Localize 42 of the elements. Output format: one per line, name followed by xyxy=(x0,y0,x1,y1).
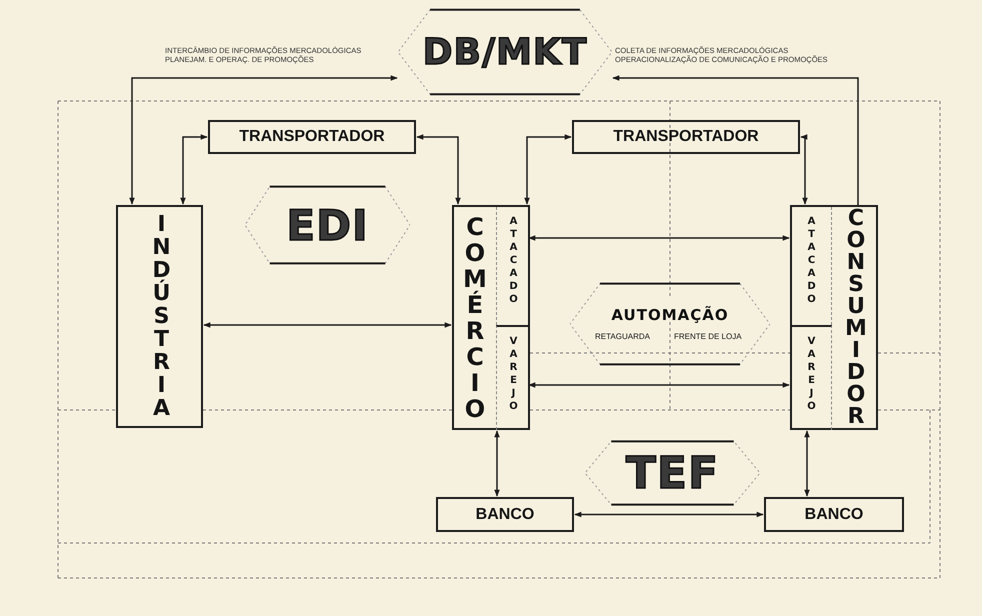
vertical-label: VAREJO xyxy=(806,335,816,413)
hexagon-shape xyxy=(398,8,612,96)
arrow xyxy=(574,512,764,518)
box-label: BANCO xyxy=(804,506,864,524)
vertical-box xyxy=(790,205,878,430)
process-box xyxy=(572,120,800,154)
arrow xyxy=(494,430,500,497)
arrow xyxy=(528,235,790,241)
vertical-label: ATACADO xyxy=(806,215,816,306)
arrow xyxy=(528,382,790,388)
arrow xyxy=(416,134,461,205)
box-label: BANCO xyxy=(476,506,534,524)
arrow xyxy=(203,322,452,328)
process-box xyxy=(764,497,904,532)
arrow xyxy=(180,134,208,205)
vertical-box xyxy=(116,205,203,428)
box-label: TRANSPORTADOR xyxy=(239,128,385,146)
hexagon-title: TEF xyxy=(626,448,720,498)
vertical-label: ATACADO xyxy=(508,215,518,306)
box-label: TRANSPORTADOR xyxy=(613,128,759,146)
arrow xyxy=(524,134,572,205)
vertical-title: INDÚSTRIA xyxy=(151,213,172,420)
hexagon-shape xyxy=(570,282,770,366)
hexagon-title: DB/MKT xyxy=(422,32,588,72)
box-section xyxy=(792,325,832,430)
hexagon-title: EDI xyxy=(286,200,369,250)
process-box xyxy=(208,120,416,154)
vertical-title: CONSUMIDOR xyxy=(845,208,867,428)
vertical-title: COMÉRCIO xyxy=(463,214,487,422)
arrow xyxy=(804,430,810,497)
hexagon-subtext: FRENTE DE LOJA xyxy=(674,332,742,342)
box-section xyxy=(496,325,530,430)
process-box xyxy=(436,497,574,532)
arrow xyxy=(800,134,808,205)
arrow xyxy=(129,75,398,205)
hexagon-title: AUTOMAÇÃO xyxy=(611,306,729,324)
hexagon-shape xyxy=(585,440,760,506)
hexagon-shape xyxy=(245,185,410,265)
arrow xyxy=(612,75,859,205)
vertical-label: VAREJO xyxy=(508,335,518,413)
hexagon-subtext: RETAGUARDA xyxy=(595,332,650,342)
vertical-box xyxy=(452,205,530,430)
